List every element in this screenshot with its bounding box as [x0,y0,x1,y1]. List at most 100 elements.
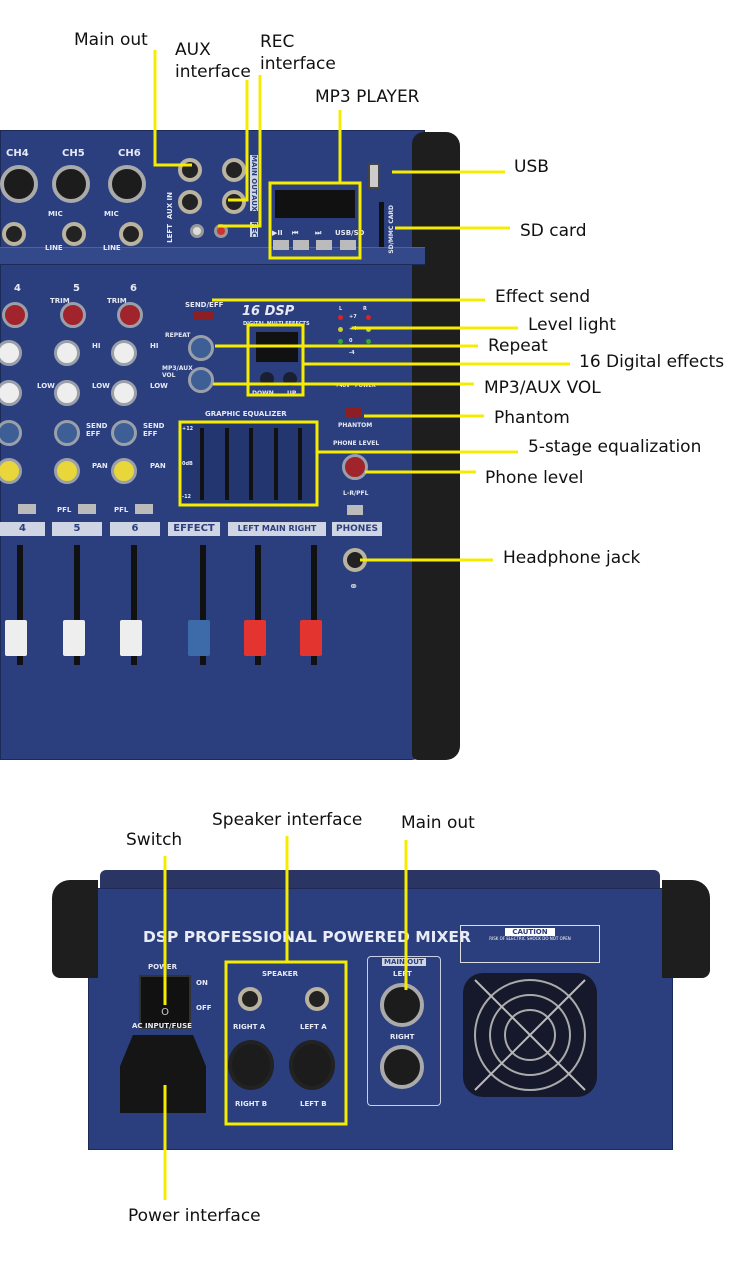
xlr-input-ch6[interactable] [108,165,146,203]
callout-mp3-aux-vol: MP3/AUX VOL [484,378,601,398]
pfl-button-ch6[interactable] [135,504,153,514]
right-b-label: RIGHT B [235,1100,268,1108]
cooling-fan-icon [463,973,597,1097]
mp3-aux-vol-knob[interactable] [188,367,214,393]
eq-scale-label: -12 [182,494,192,500]
eq-slider-5[interactable] [298,428,302,500]
channel-number: 5 [73,283,80,294]
mp3-next-button[interactable] [316,240,332,250]
callout-aux-line2: interface [175,62,251,82]
callout-effect-send: Effect send [495,287,591,307]
speaker-left-a-jack[interactable] [305,987,329,1011]
mp3-prev-label: ⏮ [292,229,299,237]
lr-pfl-label: L-R/PFL [343,490,369,497]
pfl-button-ch4[interactable] [18,504,36,514]
eq-slider-4[interactable] [274,428,278,500]
eq-slider-3[interactable] [249,428,253,500]
level-led [338,315,343,320]
left-handle [52,880,98,978]
line-input-ch5[interactable] [62,222,86,246]
speakon-left-b[interactable] [289,1040,335,1090]
speakon-right-b[interactable] [228,1040,274,1090]
power-led-label: POWER [355,383,376,389]
line-input-ch6[interactable] [119,222,143,246]
send-knob-ch6[interactable] [111,420,137,446]
meter-level: 0 [349,338,353,344]
trim-knob-ch4[interactable] [2,302,28,328]
fader-ch6[interactable] [120,620,142,656]
meter-level: -4 [349,350,355,356]
trim-label: TRIM [107,297,127,305]
line-label: LINE [45,244,63,252]
send-eff-button[interactable] [193,311,213,320]
side-handle [412,132,460,760]
channel-strip-label: 6 [110,522,160,536]
callout-box-speaker [224,960,348,1126]
send-knob-ch5[interactable] [54,420,80,446]
send-eff-label: SEND EFF [143,422,165,438]
ch5-label: CH5 [62,148,85,159]
main-out-right-xlr[interactable] [380,1045,424,1089]
mp3-usb-sd-button[interactable] [340,240,356,250]
xlr-input-ch5[interactable] [52,165,90,203]
line-label: LINE [103,244,121,252]
caution-subtitle: RISK OF ELECTRIC SHOCK DO NOT OPEN [489,936,571,941]
pan-knob-ch5[interactable] [54,458,80,484]
line-input-ch4[interactable] [2,222,26,246]
fader-track [131,545,137,665]
fader-track [200,545,206,665]
trim-knob-ch5[interactable] [60,302,86,328]
ch4-label: CH4 [6,148,29,159]
hi-knob-ch6[interactable] [111,340,137,366]
right-handle [662,880,710,978]
fader-track [74,545,80,665]
main-out-right-jack[interactable] [222,158,246,182]
level-led [338,327,343,332]
fader-main-right[interactable] [300,620,322,656]
ch6-label: CH6 [118,148,141,159]
fader-ch4[interactable] [5,620,27,656]
low-knob-ch6[interactable] [111,380,137,406]
channel-number: 4 [14,283,21,294]
pfl-button-ch5[interactable] [78,504,96,514]
low-knob-ch4[interactable] [0,380,22,406]
phantom-button[interactable] [346,408,361,418]
fader-main-left[interactable] [244,620,266,656]
main-out-left-jack[interactable] [178,158,202,182]
usb-port[interactable] [368,163,380,189]
pan-knob-ch6[interactable] [111,458,137,484]
main-out-left-xlr[interactable] [380,983,424,1027]
hi-knob-ch4[interactable] [0,340,22,366]
aux-in-jack[interactable] [178,190,202,214]
mp3-play-button[interactable] [273,240,289,250]
aux-send-jack[interactable] [222,190,246,214]
sd-card-slot[interactable] [379,202,384,247]
send-knob-ch4[interactable] [0,420,22,446]
mp3-prev-button[interactable] [293,240,309,250]
lr-pfl-button[interactable] [347,505,363,515]
callout-line-main-out [153,50,192,167]
send-eff-label: SEND EFF [86,422,108,438]
left-a-label: LEFT A [300,1023,327,1031]
pan-label: PAN [150,462,166,470]
rec-left-rca[interactable] [190,224,204,238]
left-b-label: LEFT B [300,1100,327,1108]
trim-knob-ch6[interactable] [117,302,143,328]
send-eff-label: SEND/EFF [185,301,224,309]
caution-title: CAUTION [505,928,555,936]
low-knob-ch5[interactable] [54,380,80,406]
pan-knob-ch4[interactable] [0,458,22,484]
fader-effect[interactable] [188,620,210,656]
level-led [338,339,343,344]
hi-knob-ch5[interactable] [54,340,80,366]
ac-power-socket[interactable] [120,1035,206,1113]
back-panel-title: DSP PROFESSIONAL POWERED MIXER [143,928,471,946]
repeat-knob[interactable] [188,335,214,361]
fader-ch5[interactable] [63,620,85,656]
speaker-right-a-jack[interactable] [238,987,262,1011]
xlr-input-ch4[interactable] [0,165,38,203]
eq-slider-1[interactable] [200,428,204,500]
phone-level-knob[interactable] [342,454,368,480]
eq-slider-2[interactable] [225,428,229,500]
